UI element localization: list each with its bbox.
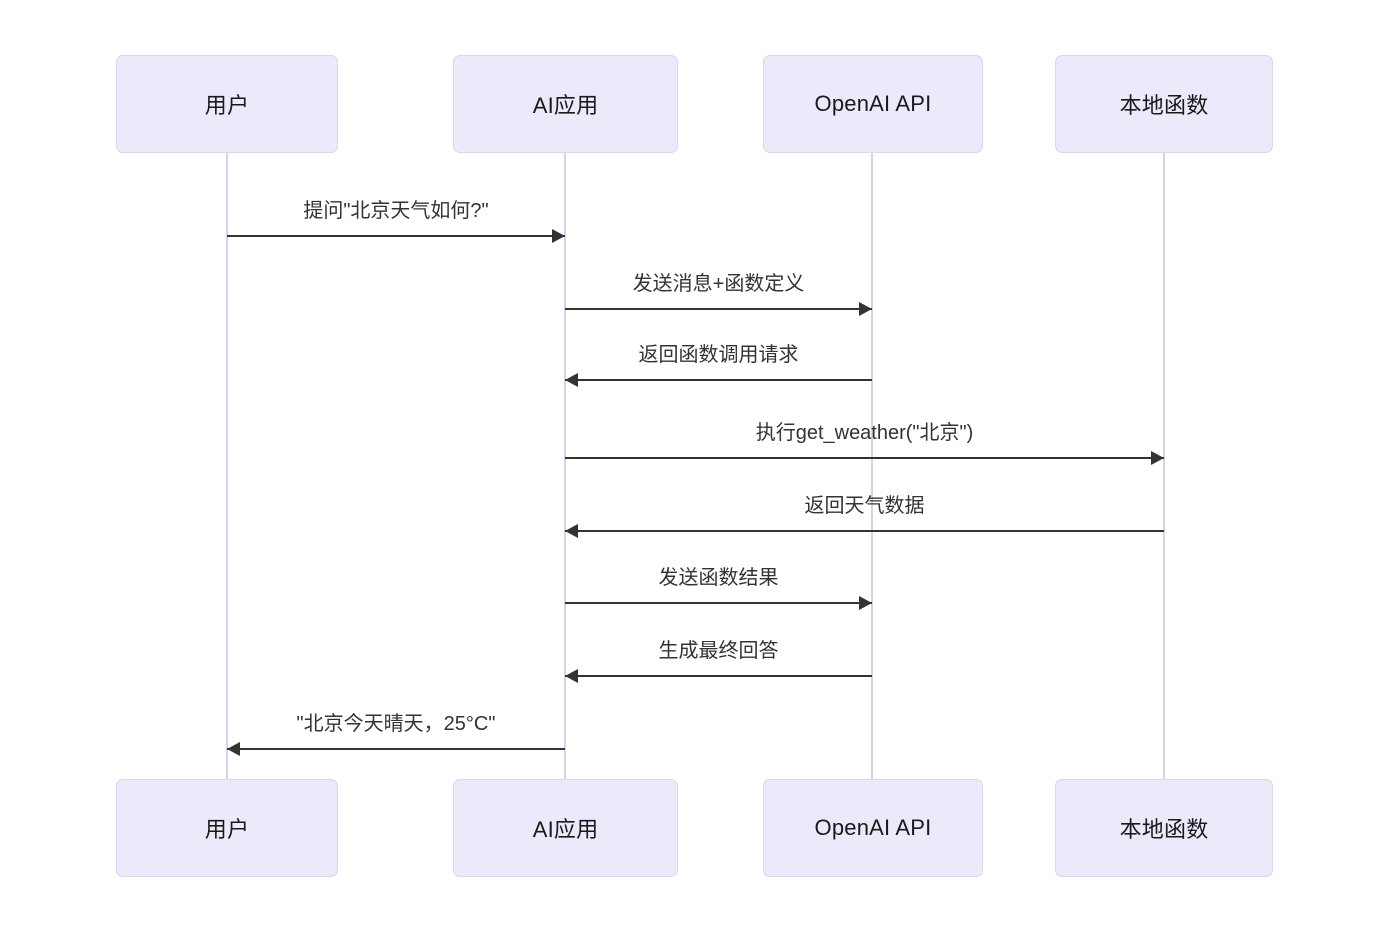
message-arrowhead-3 — [565, 373, 578, 387]
participant-box-aiapp-top[interactable]: AI应用 — [453, 55, 678, 153]
message-arrowhead-8 — [227, 742, 240, 756]
participant-label-openai: OpenAI API — [814, 91, 932, 116]
message-arrowhead-1 — [552, 229, 565, 243]
message-line-5 — [565, 530, 1164, 532]
message-label-2: 发送消息+函数定义 — [632, 273, 805, 295]
message-arrowhead-2 — [859, 302, 872, 316]
lifeline-user — [226, 153, 228, 779]
participant-box-user-top[interactable]: 用户 — [116, 55, 338, 153]
message-label-1: 提问"北京天气如何?" — [303, 200, 489, 222]
participant-label-localfn: 本地函数 — [1119, 93, 1209, 118]
message-label-7: 生成最终回答 — [658, 640, 779, 662]
message-arrowhead-7 — [565, 669, 578, 683]
message-line-4 — [565, 457, 1164, 459]
message-line-1 — [227, 235, 565, 237]
message-line-2 — [565, 308, 872, 310]
message-line-3 — [565, 379, 872, 381]
message-label-8: "北京今天晴天，25°C" — [296, 713, 496, 735]
participant-box-localfn-top[interactable]: 本地函数 — [1055, 55, 1273, 153]
participant-label-aiapp: AI应用 — [532, 817, 599, 842]
message-arrowhead-5 — [565, 524, 578, 538]
participant-box-openai-top[interactable]: OpenAI API — [763, 55, 983, 153]
participant-label-user: 用户 — [204, 93, 250, 118]
message-label-4: 执行get_weather("北京") — [755, 422, 974, 444]
message-label-6: 发送函数结果 — [658, 567, 779, 589]
message-line-7 — [565, 675, 872, 677]
lifeline-aiapp — [564, 153, 566, 779]
participant-label-user: 用户 — [204, 817, 250, 842]
participant-box-localfn-bottom[interactable]: 本地函数 — [1055, 779, 1273, 877]
message-arrowhead-4 — [1151, 451, 1164, 465]
participant-box-aiapp-bottom[interactable]: AI应用 — [453, 779, 678, 877]
message-label-5: 返回天气数据 — [804, 495, 925, 517]
participant-label-openai: OpenAI API — [814, 815, 932, 840]
message-line-6 — [565, 602, 872, 604]
message-label-3: 返回函数调用请求 — [638, 344, 799, 366]
message-arrowhead-6 — [859, 596, 872, 610]
participant-label-aiapp: AI应用 — [532, 93, 599, 118]
participant-box-openai-bottom[interactable]: OpenAI API — [763, 779, 983, 877]
participant-box-user-bottom[interactable]: 用户 — [116, 779, 338, 877]
message-line-8 — [227, 748, 565, 750]
participant-label-localfn: 本地函数 — [1119, 817, 1209, 842]
lifeline-localfn — [1163, 153, 1165, 779]
lifeline-openai — [871, 153, 873, 779]
